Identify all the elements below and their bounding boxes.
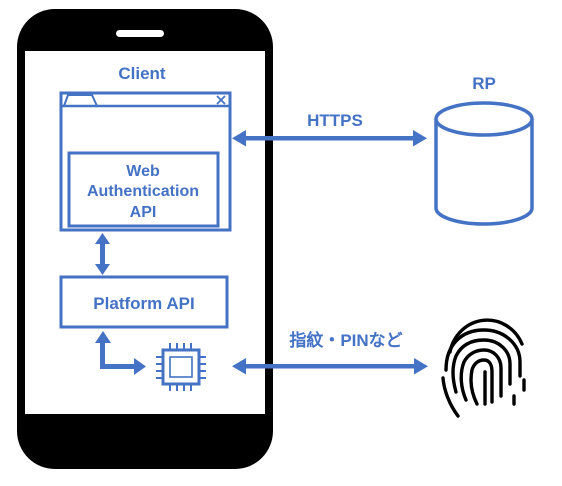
webauthn-api-label-line1: Web <box>126 163 160 180</box>
platform-api-box <box>59 275 229 329</box>
rp-label: RP <box>472 74 496 93</box>
browser-tab <box>63 94 98 107</box>
client-title: Client <box>118 64 166 83</box>
platform-chip-arrow <box>95 331 146 375</box>
database-cylinder-icon <box>434 101 534 226</box>
browser-platform-arrow <box>95 233 110 275</box>
https-label: HTTPS <box>307 111 363 130</box>
https-arrow <box>232 130 427 147</box>
webauthn-api-label-line3: API <box>130 204 157 221</box>
close-icon <box>216 95 226 105</box>
webauthn-api-box <box>67 151 220 228</box>
biometric-arrow <box>232 358 428 375</box>
phone-speaker <box>116 30 164 37</box>
chip-icon <box>156 343 206 391</box>
fingerprint-icon <box>441 318 526 418</box>
platform-api-label: Platform API <box>93 294 194 313</box>
biometric-label: 指紋・PINなど <box>289 330 402 350</box>
webauthn-api-label-line2: Authentication <box>87 183 199 200</box>
